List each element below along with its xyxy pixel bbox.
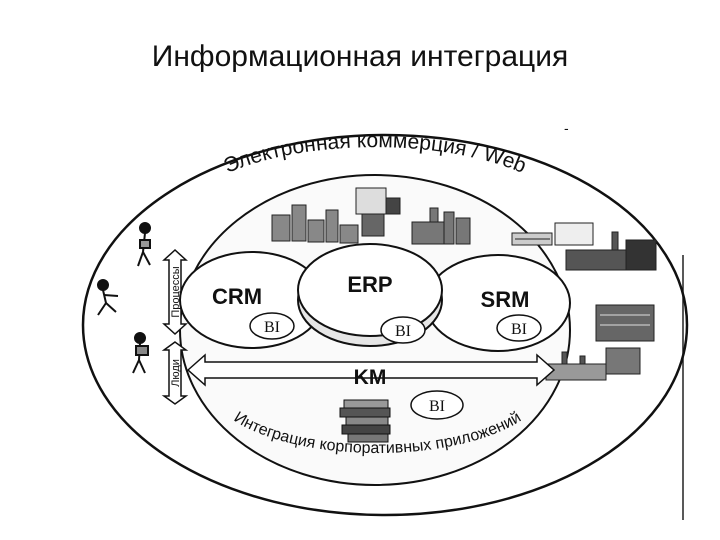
bi-label-srm: BI: [511, 321, 527, 338]
processes-label: Процессы: [170, 266, 182, 317]
bi-label-km: BI: [429, 398, 445, 415]
office-buildings-icon: [271, 204, 359, 244]
bi-badge-crm: BI: [249, 312, 295, 340]
people-double-arrow: Люди: [161, 341, 189, 405]
bi-badge-erp: BI: [380, 316, 426, 344]
warehouse-icon: [511, 222, 594, 246]
people-label: Люди: [170, 359, 182, 387]
person-running-icon: [97, 279, 119, 316]
person-walking-icon: [137, 222, 151, 267]
factory-icon-top: [411, 207, 471, 245]
presentation-board-icon: [355, 187, 401, 237]
slide-title: Информационная интеграция: [151, 40, 569, 73]
bi-badge-srm: BI: [496, 314, 542, 342]
crm-label: CRM: [212, 284, 262, 309]
bi-badge-km: BI: [410, 390, 464, 420]
office-block-icon: [595, 304, 655, 342]
bi-label-erp: BI: [395, 323, 411, 340]
srm-module: SRM: [425, 254, 571, 352]
srm-label: SRM: [481, 287, 530, 312]
km-double-arrow: KM: [186, 353, 556, 389]
outer-ellipse: [81, 133, 689, 517]
km-label: KM: [354, 366, 387, 389]
erp-label: ERP: [347, 272, 392, 297]
bi-label-crm: BI: [264, 319, 280, 336]
factory-icon-right: [545, 347, 641, 381]
processes-double-arrow: Процессы: [162, 248, 188, 336]
person-carrying-box-icon: [132, 332, 149, 374]
corner-mark: -: [564, 120, 569, 136]
books-stack-icon: [339, 399, 391, 443]
industrial-plant-icon: [565, 231, 657, 271]
e-commerce-arc-label: Электронная коммерция / Web: [221, 129, 530, 178]
e-commerce-arc-text: Электронная коммерция / Web: [221, 129, 530, 178]
